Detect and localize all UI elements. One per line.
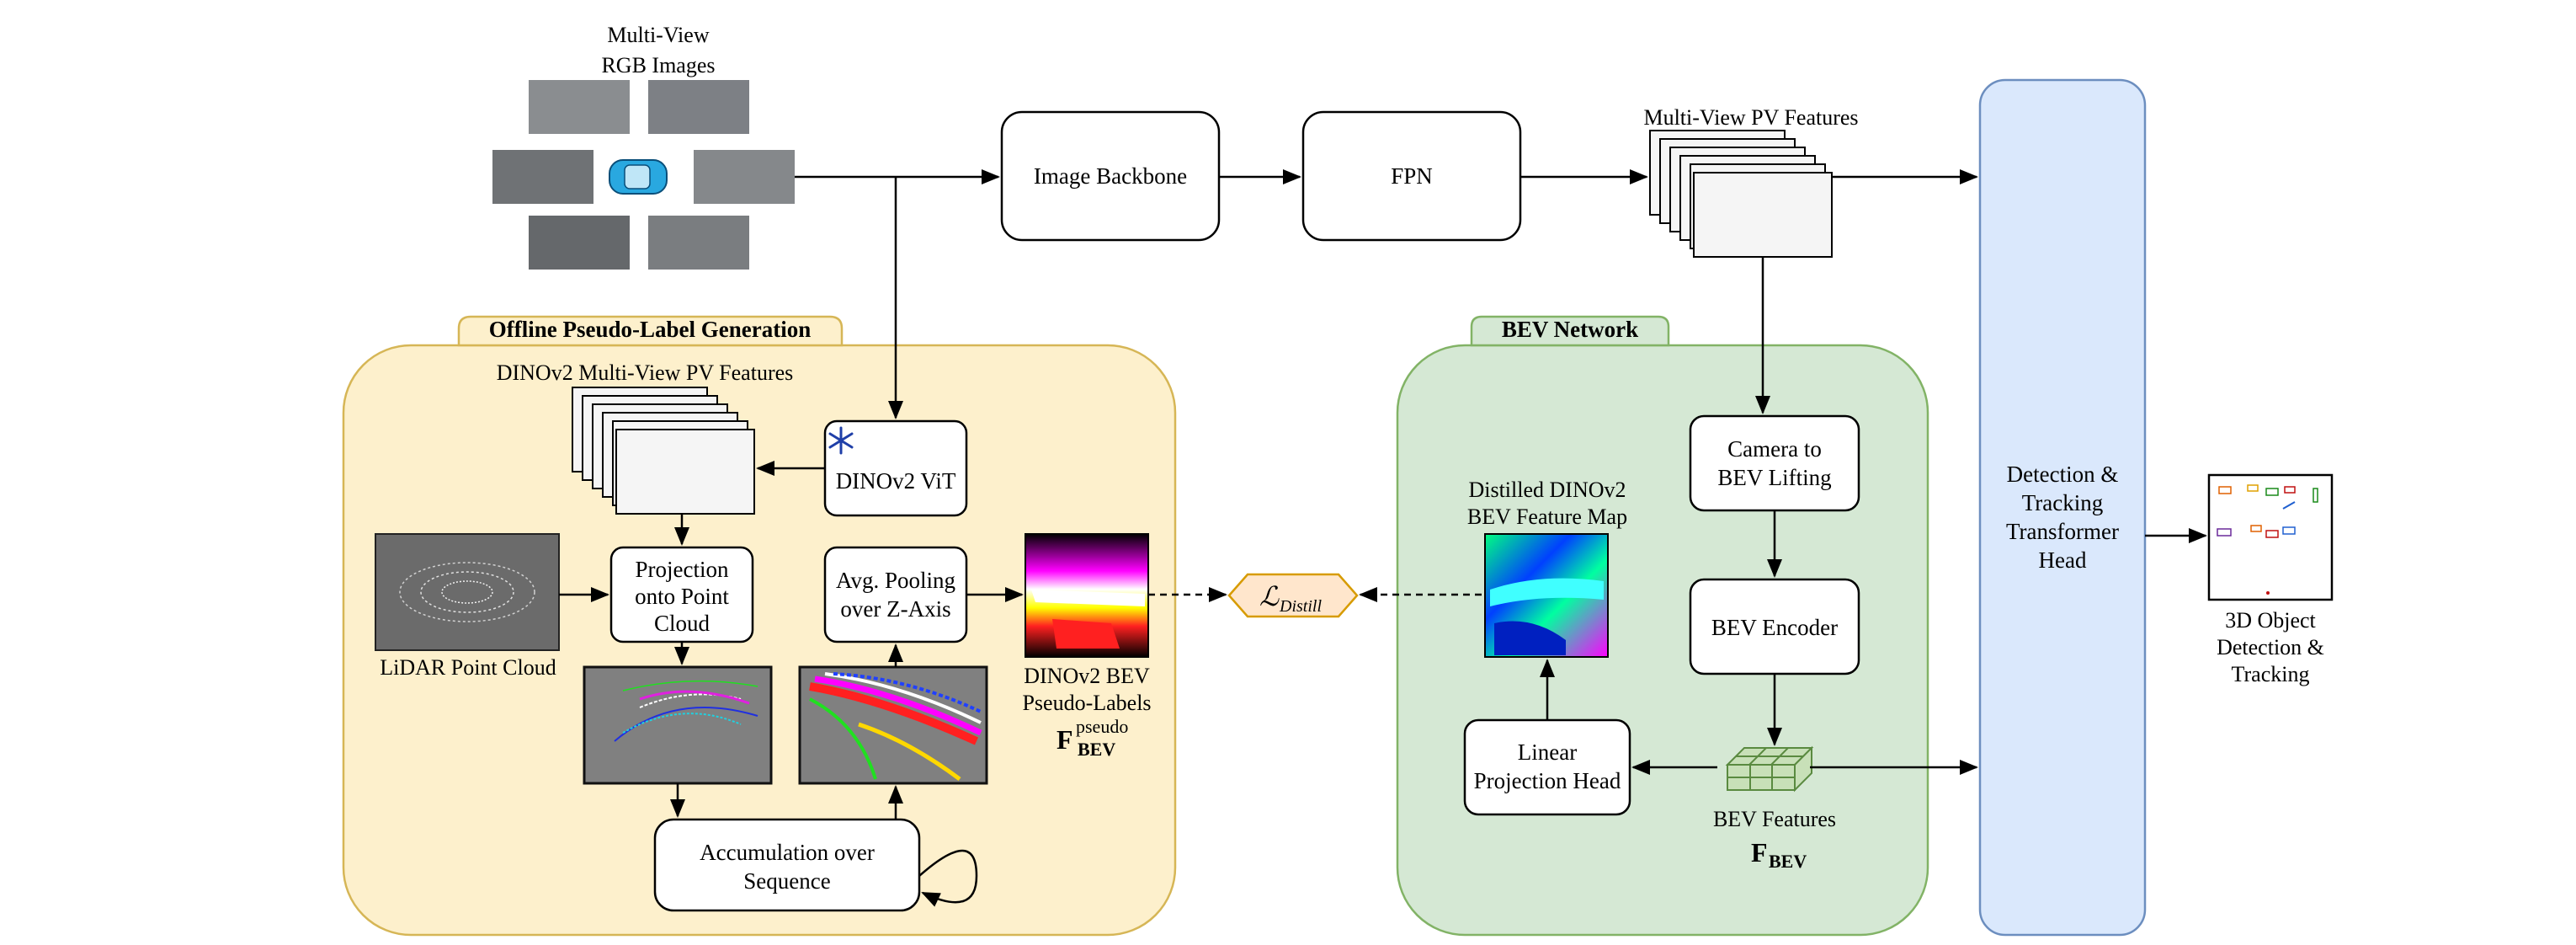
bev-group-title: BEV Network xyxy=(1502,317,1638,342)
avg-pooling-box xyxy=(823,546,968,643)
detection-output-image xyxy=(2207,473,2334,601)
camera-image-front-right xyxy=(648,80,749,134)
bev-features-subscript: BEV xyxy=(1769,851,1807,872)
input-label-line1: Multi-View xyxy=(607,23,709,47)
output-label-line1: 3D Object xyxy=(2225,608,2316,633)
camera-image-front-left xyxy=(529,80,630,134)
pseudo-label-symbol: F xyxy=(1056,724,1073,755)
projected-point-cloud-image xyxy=(583,665,773,785)
camera-to-bev-label-line1: Camera to xyxy=(1727,436,1822,462)
loss-subscript: Distill xyxy=(1279,597,1322,616)
accumulation-box xyxy=(653,818,921,912)
camera-to-bev-box xyxy=(1689,414,1860,512)
output-label-line2: Detection & xyxy=(2217,635,2324,659)
pv-feature-stack xyxy=(1649,130,1833,258)
pseudo-label-subscript: BEV xyxy=(1078,739,1115,760)
loss-symbol: ℒ xyxy=(1259,580,1280,612)
camera-image-left xyxy=(492,150,593,204)
bev-group-tab xyxy=(1470,315,1670,347)
pseudo-label-superscript: pseudo xyxy=(1076,716,1128,737)
distillation-loss-node: ℒ Distill xyxy=(1227,573,1359,618)
linear-projection-label-line2: Projection Head xyxy=(1474,768,1621,793)
camera-image-back-right xyxy=(648,216,749,270)
projection-label-line2: onto Point xyxy=(635,584,729,609)
dino-pv-feature-stack xyxy=(572,387,755,515)
accumulation-label-line2: Sequence xyxy=(743,868,830,894)
head-label-line3: Transformer xyxy=(2006,519,2119,544)
camera-to-bev-label-line2: BEV Lifting xyxy=(1717,465,1831,490)
accumulation-label-line1: Accumulation over xyxy=(700,840,875,865)
arrow-accumulation-self-loop xyxy=(918,849,978,907)
offline-group-title: Offline Pseudo-Label Generation xyxy=(489,317,811,342)
head-label-line4: Head xyxy=(2039,547,2087,573)
offline-group-tab xyxy=(457,315,844,347)
multi-view-input: Multi-View RGB Images xyxy=(492,23,795,270)
snowflake-icon xyxy=(828,426,854,455)
projection-label-line1: Projection xyxy=(636,557,729,582)
projection-label-line3: Cloud xyxy=(654,611,711,636)
dino-pv-features-label: DINOv2 Multi-View PV Features xyxy=(497,360,794,385)
distilled-map-label-line1: Distilled DINOv2 xyxy=(1468,478,1626,502)
camera-image-back-left xyxy=(529,216,630,270)
car-icon xyxy=(609,159,668,195)
dino-vit-label: DINOv2 ViT xyxy=(836,468,956,494)
connectors xyxy=(559,169,2207,907)
detection-tracking-head xyxy=(1978,78,2147,937)
avg-pooling-label-line2: over Z-Axis xyxy=(840,596,950,622)
input-label-line2: RGB Images xyxy=(601,53,715,77)
camera-image-right xyxy=(694,150,795,204)
distilled-bev-feature-map-image xyxy=(1484,533,1609,658)
fpn-label: FPN xyxy=(1391,163,1433,189)
head-label-line1: Detection & xyxy=(2007,462,2119,487)
head-label-line2: Tracking xyxy=(2022,490,2104,515)
lidar-point-cloud-image xyxy=(375,533,560,651)
linear-projection-label-line1: Linear xyxy=(1518,739,1577,765)
image-backbone-label: Image Backbone xyxy=(1034,163,1187,189)
linear-projection-head-box xyxy=(1463,718,1631,816)
accumulated-point-cloud-image xyxy=(798,665,988,785)
bev-features-symbol: F xyxy=(1751,837,1768,868)
pseudo-label-line2: Pseudo-Labels xyxy=(1022,691,1151,715)
bev-features-label: BEV Features xyxy=(1713,807,1836,831)
pseudo-label-map-image xyxy=(1025,533,1149,658)
output-label-line3: Tracking xyxy=(2232,662,2310,686)
pv-features-label: Multi-View PV Features xyxy=(1643,105,1858,130)
bev-encoder-label: BEV Encoder xyxy=(1711,615,1838,640)
avg-pooling-label-line1: Avg. Pooling xyxy=(836,568,955,593)
pseudo-label-line1: DINOv2 BEV xyxy=(1024,664,1150,688)
lidar-label: LiDAR Point Cloud xyxy=(380,655,556,680)
bev-feature-cube-icon xyxy=(1725,745,1814,793)
distilled-map-label-line2: BEV Feature Map xyxy=(1467,505,1627,529)
